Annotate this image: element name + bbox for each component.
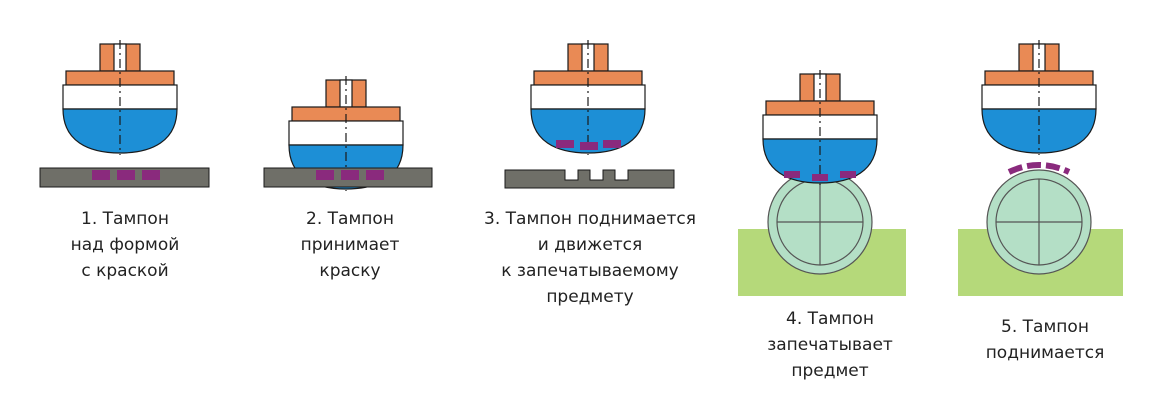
step-4-caption: 4. Тампон запечатывает предмет	[730, 306, 930, 384]
printed-item-cylinder-step-5	[986, 169, 1092, 275]
step-1-caption-line-2: над формой	[70, 235, 180, 255]
step-4-caption-line-2: запечатывает	[767, 335, 893, 355]
step-1-caption: 1. Тампон над формой с краской	[30, 206, 220, 284]
step-1-caption-line-1: 1. Тампон	[81, 209, 169, 229]
ink-spot-1-step-2	[316, 170, 334, 180]
step-3-caption-line-1: 3. Тампон поднимается	[484, 209, 696, 229]
ink-on-pad-2-step-3	[580, 142, 598, 150]
cliche-plate-empty-step-3	[504, 169, 675, 189]
ink-transfer-1-step-4	[784, 171, 800, 178]
step-4-caption-line-1: 4. Тампон	[786, 309, 874, 329]
ink-spot-3-step-2	[366, 170, 384, 180]
step-5-caption: 5. Тампон поднимается	[945, 314, 1145, 366]
step-1-caption-line-3: с краской	[81, 261, 169, 281]
ink-spot-1-step-1	[92, 170, 110, 180]
ink-transfer-3-step-4	[840, 171, 856, 178]
printed-item-cylinder-step-4	[767, 169, 873, 275]
pad-step-2	[288, 76, 404, 191]
pad-step-3	[530, 40, 646, 155]
step-3-caption-line-2: и движется	[537, 235, 643, 255]
ink-spot-3-step-1	[142, 170, 160, 180]
step-2-caption-line-3: краску	[319, 261, 381, 281]
step-2-caption: 2. Тампон принимает краску	[255, 206, 445, 284]
pad-step-1	[62, 40, 178, 155]
step-3-caption-line-3: к запечатываемому	[501, 261, 679, 281]
step-3-caption: 3. Тампон поднимается и движется к запеч…	[465, 206, 715, 310]
printed-image-on-item-step-5	[1007, 162, 1071, 175]
step-5-caption-line-2: поднимается	[985, 343, 1105, 363]
pad-step-5	[981, 40, 1097, 155]
step-2-caption-line-1: 2. Тампон	[306, 209, 394, 229]
ink-spot-2-step-1	[117, 170, 135, 180]
ink-on-pad-1-step-3	[556, 140, 574, 148]
ink-spot-2-step-2	[341, 170, 359, 180]
step-3-caption-line-4: предмету	[546, 287, 634, 307]
step-2-caption-line-2: принимает	[300, 235, 400, 255]
pad-step-4	[762, 70, 878, 185]
ink-transfer-2-step-4	[812, 174, 828, 181]
ink-on-pad-3-step-3	[603, 140, 621, 148]
step-5-caption-line-1: 5. Тампон	[1001, 317, 1089, 337]
step-4-caption-line-3: предмет	[791, 361, 869, 381]
